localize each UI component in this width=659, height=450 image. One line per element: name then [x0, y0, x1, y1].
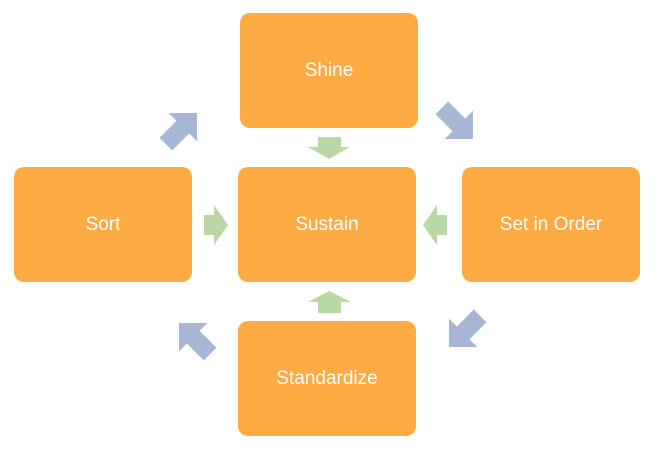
node-sort: Sort [14, 167, 192, 282]
node-shine: Shine [240, 13, 418, 128]
node-set-in-order: Set in Order [462, 167, 640, 282]
node-sustain-label: Sustain [295, 213, 359, 235]
arrow-standardize-to-sustain [308, 291, 351, 313]
node-standardize-label: Standardize [276, 367, 378, 389]
arrow-standardize-to-sort [179, 323, 217, 361]
node-standardize: Standardize [238, 321, 416, 436]
node-sustain: Sustain [238, 167, 416, 282]
arrow-setinorder-to-sustain [423, 205, 447, 245]
node-shine-label: Shine [304, 59, 354, 81]
arrow-sort-to-sustain [204, 205, 228, 245]
node-sort-label: Sort [85, 213, 121, 235]
node-set-in-order-label: Set in Order [499, 213, 603, 235]
arrow-shine-to-setinorder [435, 101, 473, 139]
arrow-sort-to-shine [159, 113, 197, 151]
arrow-shine-to-sustain [308, 137, 350, 159]
arrow-setinorder-to-standardize [449, 309, 487, 347]
